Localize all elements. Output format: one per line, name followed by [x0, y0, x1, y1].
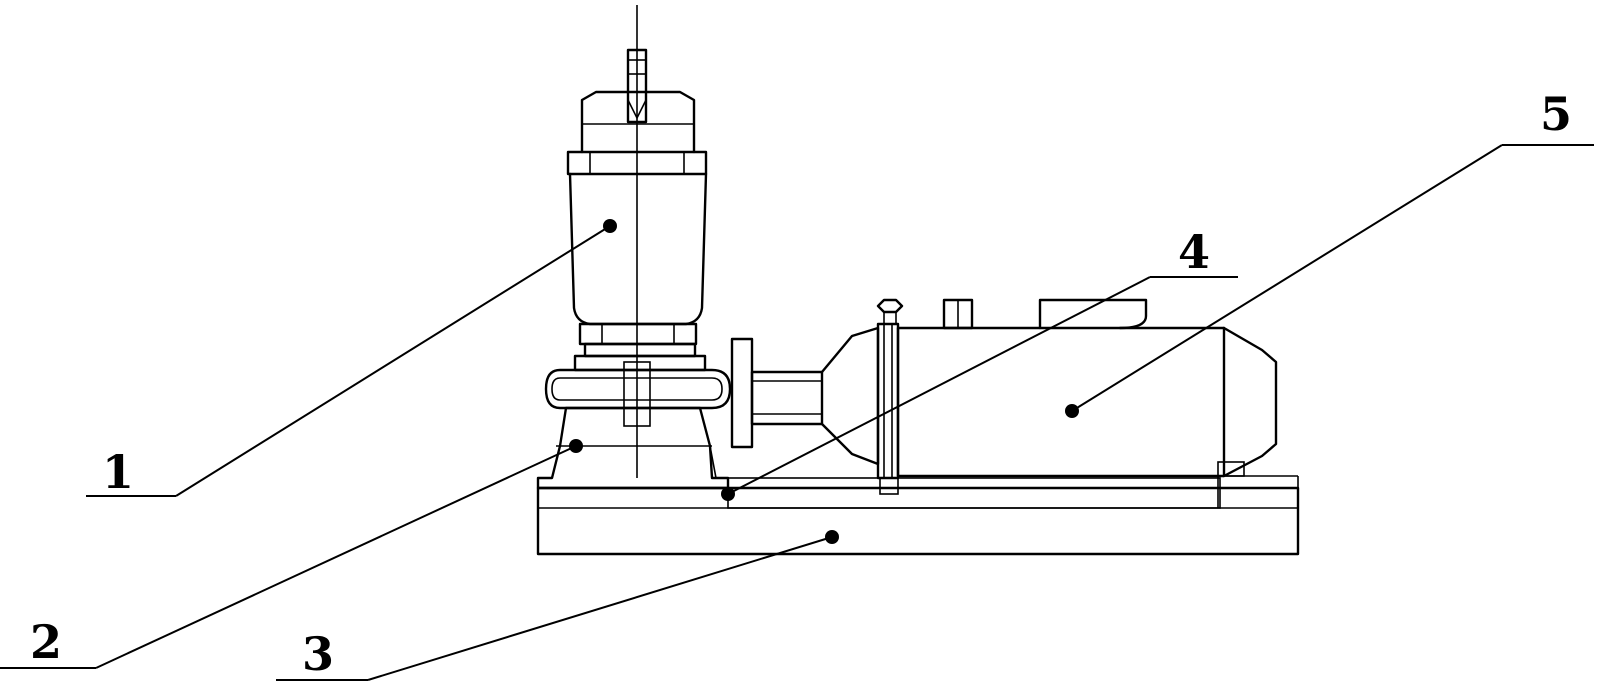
callout-2: 2 — [30, 615, 62, 669]
drive-motor — [820, 298, 1278, 495]
discharge-pipe — [730, 337, 824, 449]
callout-3: 3 — [302, 627, 334, 681]
anchor-dots — [569, 219, 1079, 544]
anchor-dot-2 — [569, 439, 583, 453]
anchor-dot-3 — [825, 530, 839, 544]
anchor-dot-1 — [603, 219, 617, 233]
anchor-dot-5 — [1065, 404, 1079, 418]
callout-numbers: 1 2 3 4 5 — [30, 87, 1572, 681]
motor-mount-base — [727, 477, 1221, 509]
anchor-dot-4 — [721, 487, 735, 501]
submersible-motor — [566, 5, 708, 478]
callout-4: 4 — [1178, 225, 1210, 279]
pump-pedestal — [536, 406, 730, 490]
callout-1: 1 — [102, 445, 134, 499]
leader-lines — [0, 144, 1594, 681]
callout-5: 5 — [1540, 87, 1572, 141]
